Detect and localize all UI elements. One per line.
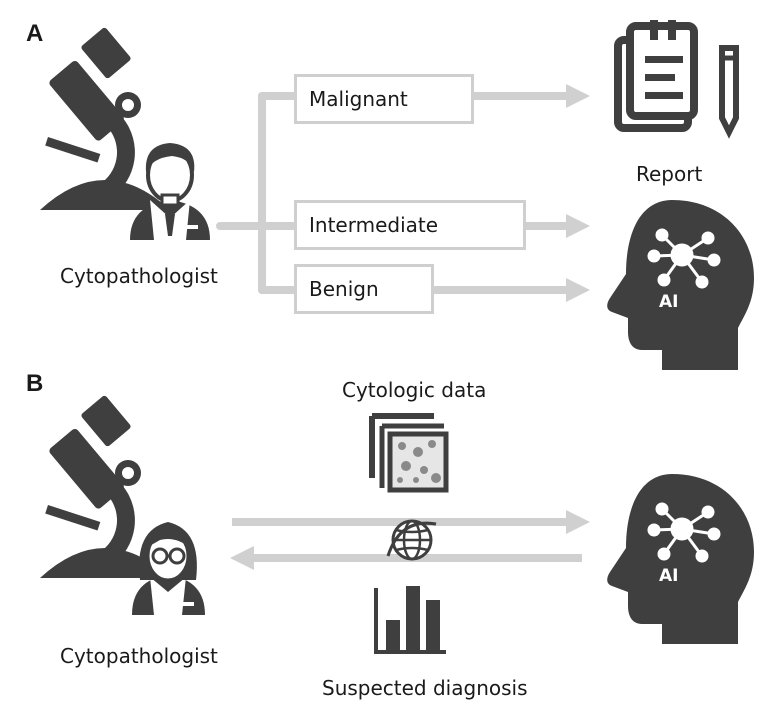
cytopathologist-label-b: Cytopathologist	[60, 644, 218, 668]
arrowheads-a	[566, 84, 590, 302]
cytologic-data-label: Cytologic data	[342, 378, 487, 402]
report-icon	[614, 20, 739, 139]
category-box-benign: Benign	[294, 264, 434, 314]
cytologic-slides-icon	[369, 413, 449, 493]
category-box-malignant: Malignant	[294, 74, 474, 124]
category-label: Intermediate	[309, 213, 439, 237]
branch-connector	[216, 92, 574, 294]
panel-a-label: A	[26, 20, 44, 47]
ai-head-icon	[605, 472, 756, 646]
male-doctor-icon	[130, 143, 210, 240]
suspected-diagnosis-label: Suspected diagnosis	[322, 676, 528, 700]
cytopathologist-label-a: Cytopathologist	[60, 264, 218, 288]
female-doctor-icon	[132, 522, 205, 615]
category-box-intermediate: Intermediate	[294, 200, 526, 250]
ai-head-icon	[605, 198, 756, 372]
panel-b-label: B	[26, 370, 44, 397]
report-label: Report	[636, 162, 703, 186]
category-label: Malignant	[309, 87, 408, 111]
category-label: Benign	[309, 277, 379, 301]
globe-icon	[386, 519, 437, 561]
ai-text-b: AI	[659, 566, 679, 586]
bar-chart-icon	[374, 586, 446, 654]
ai-text-a: AI	[659, 292, 679, 312]
